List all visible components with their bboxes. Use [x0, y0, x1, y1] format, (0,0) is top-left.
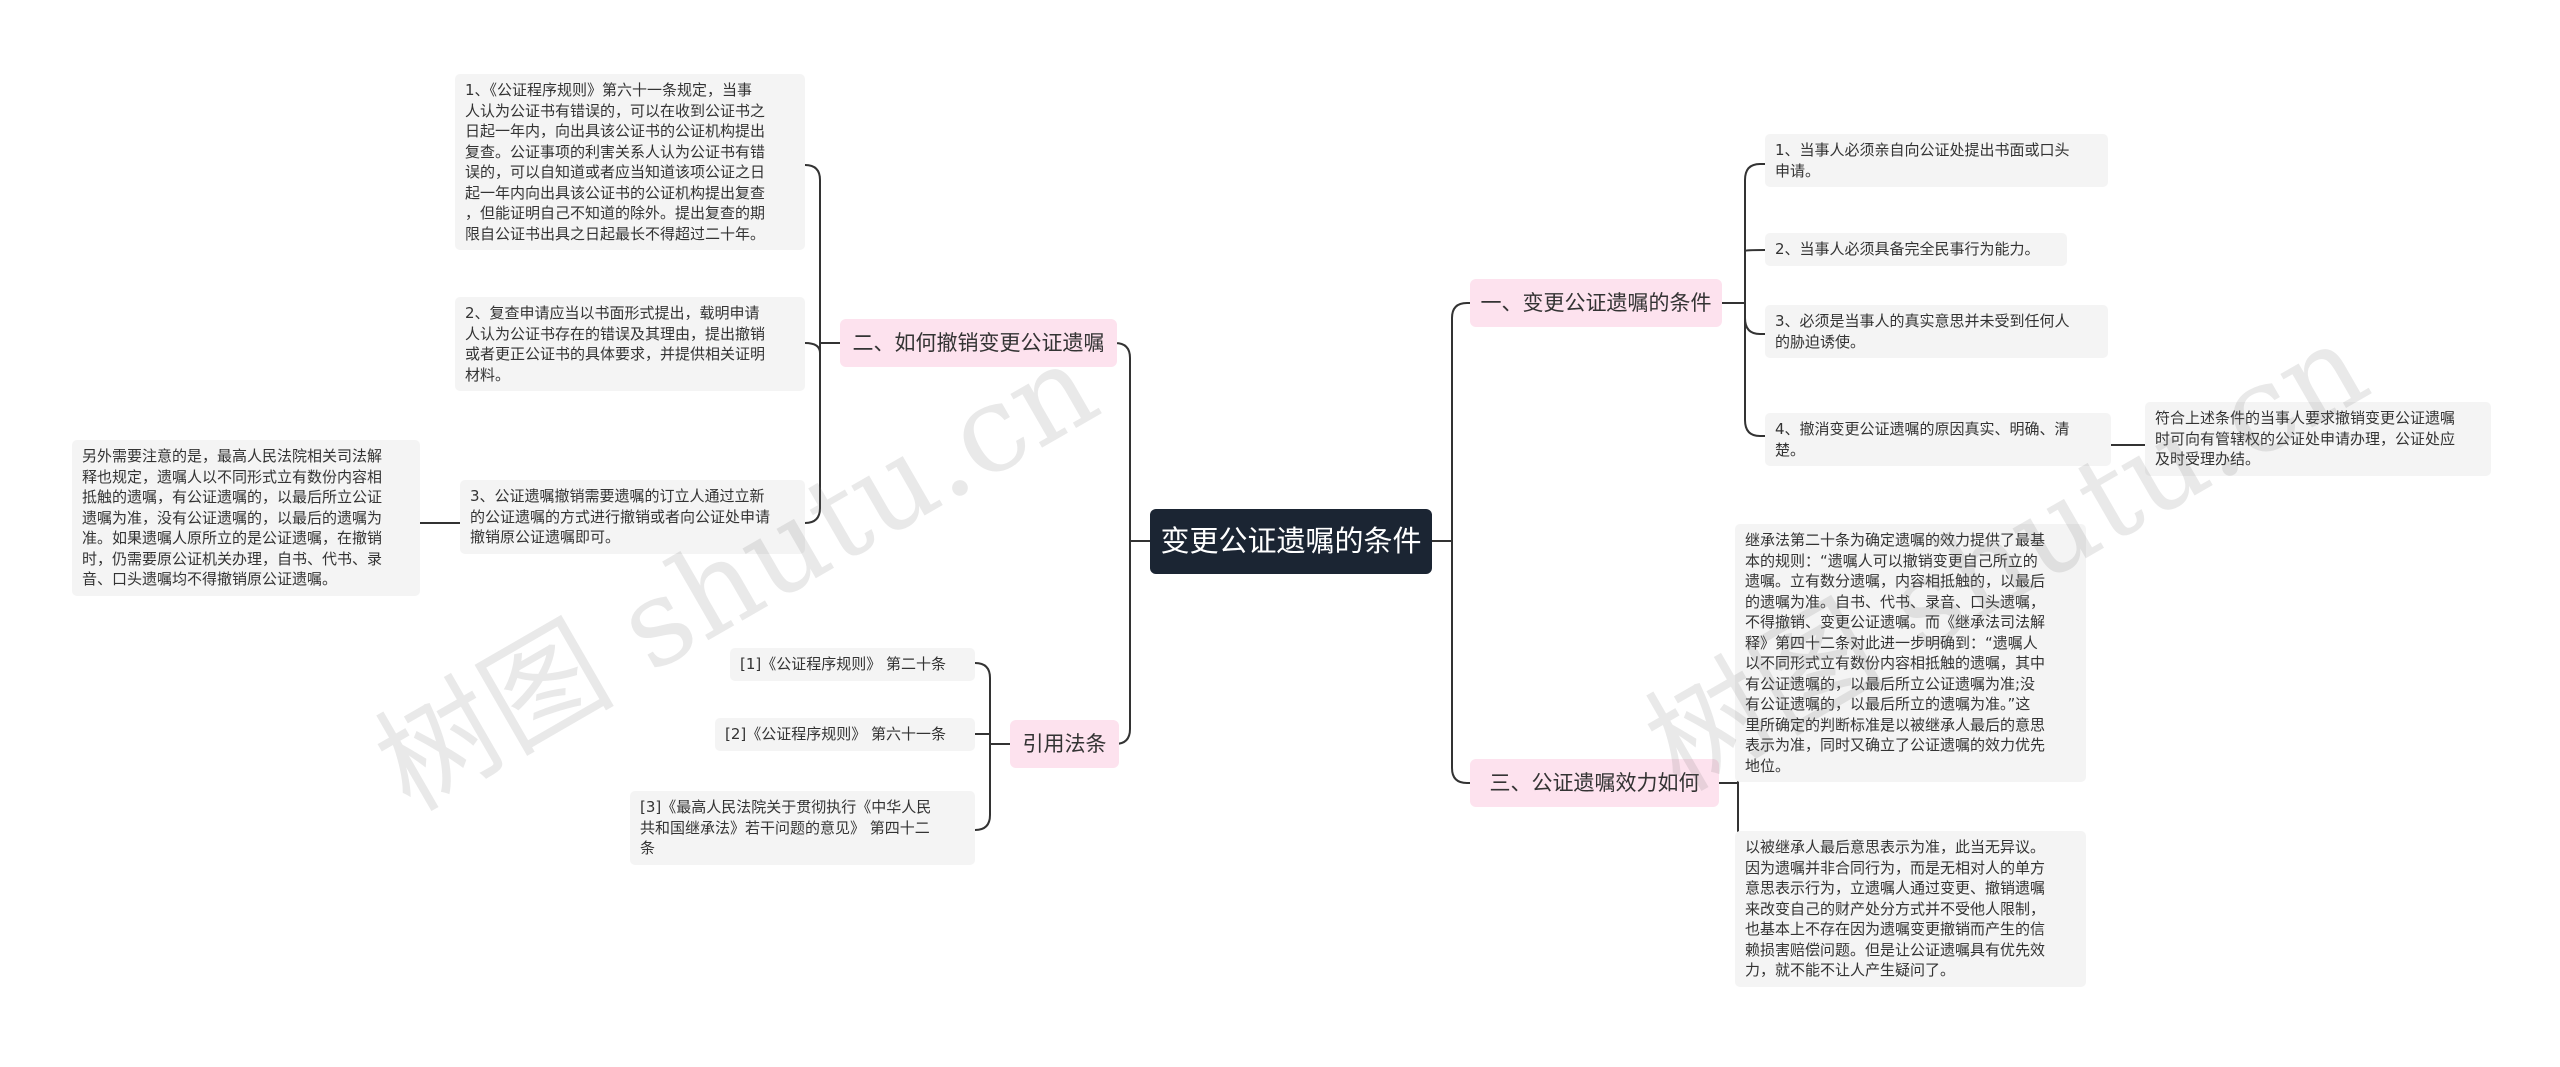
connector-b4-leaves	[974, 662, 1010, 831]
leaf-condition-2: 2、当事人必须具备完全民事行为能力。	[1765, 233, 2067, 266]
connector-b2-leaves	[804, 164, 840, 524]
connector-root-b2	[1114, 342, 1150, 542]
connector-root-b3	[1451, 541, 1470, 784]
branch-effect[interactable]: 三、公证遗嘱效力如何	[1470, 759, 1719, 807]
connector-root-b1	[1432, 302, 1470, 542]
leaf-revoke-1: 1、《公证程序规则》第六十一条规定，当事 人认为公证书有错误的，可以在收到公证书…	[455, 74, 805, 250]
branch-revoke-how[interactable]: 二、如何撤销变更公证遗嘱	[840, 319, 1117, 367]
connector-b1-leaves	[1722, 163, 1766, 437]
leaf-effect-1: 继承法第二十条为确定遗嘱的效力提供了最基 本的规则：“遗嘱人可以撤销变更自己所立…	[1735, 524, 2086, 782]
branch-cited-laws[interactable]: 引用法条	[1010, 720, 1119, 768]
leaf-condition-3: 3、必须是当事人的真实意思并未受到任何人 的胁迫诱使。	[1765, 305, 2108, 358]
leaf-condition-4: 4、撤消变更公证遗嘱的原因真实、明确、清 楚。	[1765, 413, 2111, 466]
branch-change-conditions[interactable]: 一、变更公证遗嘱的条件	[1470, 279, 1722, 327]
leaf-condition-1: 1、当事人必须亲自向公证处提出书面或口头 申请。	[1765, 134, 2108, 187]
connector-root-b4	[1114, 541, 1131, 745]
leaf-law-2: [2]《公证程序规则》 第六十一条	[715, 718, 975, 751]
leaf-law-1: [1]《公证程序规则》 第二十条	[730, 648, 975, 681]
leaf-condition-4-note: 符合上述条件的当事人要求撤销变更公证遗嘱 时可向有管辖权的公证处申请办理，公证处…	[2145, 402, 2491, 476]
leaf-revoke-3-note: 另外需要注意的是，最高人民法院相关司法解 释也规定，遗嘱人以不同形式立有数份内容…	[72, 440, 420, 596]
leaf-law-3: [3]《最高人民法院关于贯彻执行《中华人民 共和国继承法》若干问题的意见》 第四…	[630, 791, 975, 865]
leaf-effect-2: 以被继承人最后意思表示为准，此当无异议。 因为遗嘱并非合同行为，而是无相对人的单…	[1735, 831, 2086, 987]
leaf-revoke-2: 2、复查申请应当以书面形式提出，载明申请 人认为公证书存在的错误及其理由，提出撤…	[455, 297, 805, 391]
root-node[interactable]: 变更公证遗嘱的条件	[1150, 509, 1432, 574]
leaf-revoke-3: 3、公证遗嘱撤销需要遗嘱的订立人通过立新 的公证遗嘱的方式进行撤销或者向公证处申…	[460, 480, 805, 554]
